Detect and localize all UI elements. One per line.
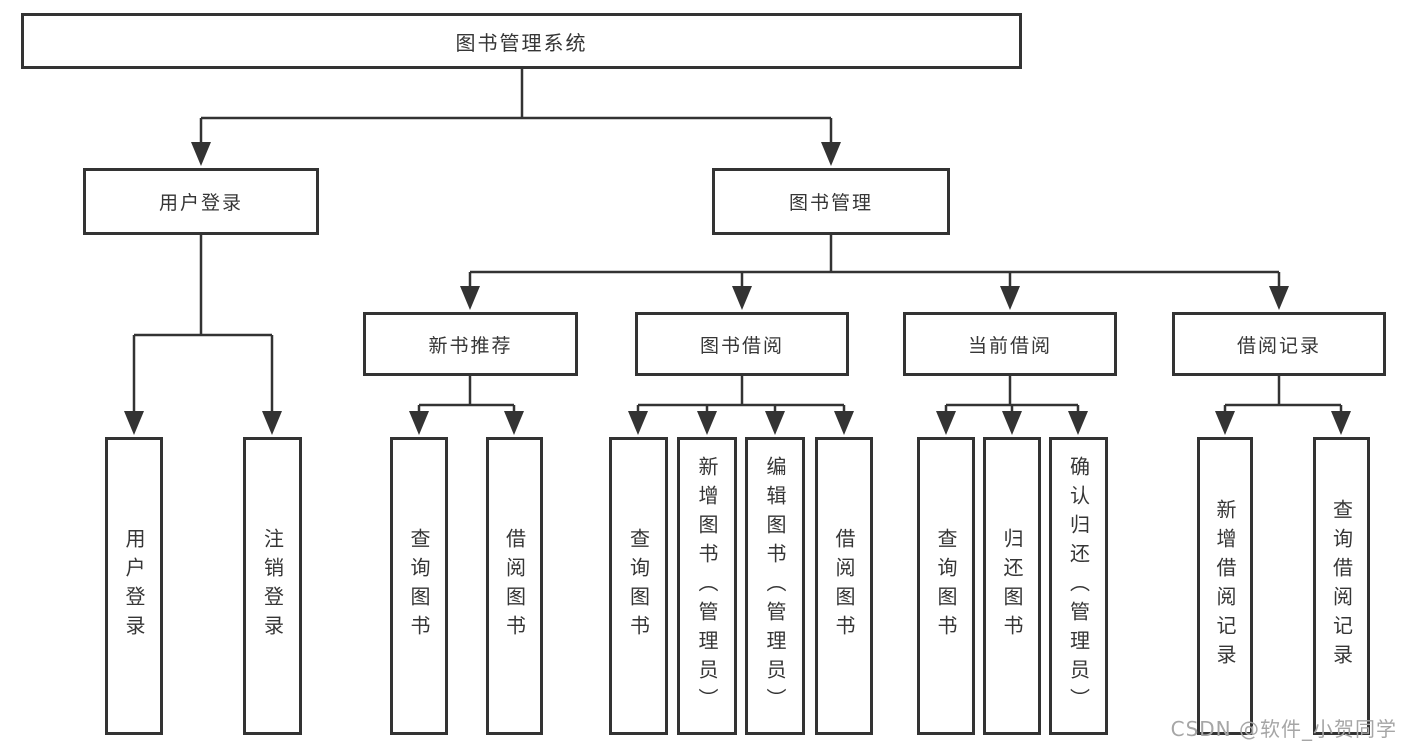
arrowhead xyxy=(936,411,956,435)
node-label: 查询图书 xyxy=(626,528,651,644)
node-label: 新书推荐 xyxy=(428,334,513,357)
leaf-current-confirm-return-admin: 确认归还（管理员） xyxy=(1049,437,1108,735)
leaf-logout: 注销登录 xyxy=(243,437,302,735)
node-label: 查询图书 xyxy=(407,528,431,644)
node-book-borrowing: 图书借阅 xyxy=(635,312,849,376)
connector-root-to-level2 xyxy=(191,69,841,166)
leaf-user-login: 用户登录 xyxy=(105,437,163,735)
node-current-borrowing: 当前借阅 xyxy=(903,312,1117,376)
arrowhead xyxy=(1331,411,1351,435)
arrowhead xyxy=(1002,411,1022,435)
node-label: 借阅图书 xyxy=(832,528,856,644)
node-label: 用户登录 xyxy=(122,528,146,644)
arrowhead xyxy=(821,142,841,166)
node-label: 编辑图书（管理员） xyxy=(763,455,787,717)
arrowhead xyxy=(1068,411,1088,435)
node-label: 图书管理 xyxy=(788,192,873,214)
node-label: 图书借阅 xyxy=(699,334,784,357)
leaf-newbook-borrow-books: 借阅图书 xyxy=(486,437,543,735)
node-label: 查询图书 xyxy=(934,528,958,644)
arrowhead xyxy=(628,411,648,435)
leaf-borrowing-edit-books-admin: 编辑图书（管理员） xyxy=(745,437,805,735)
leaf-records-query-record: 查询借阅记录 xyxy=(1313,437,1370,735)
leaf-borrowing-add-books-admin: 新增图书（管理员） xyxy=(677,437,737,735)
connector-current-to-leaves xyxy=(936,376,1088,435)
connector-userlogin-to-leaves xyxy=(124,235,282,435)
node-label: 新增借阅记录 xyxy=(1213,499,1237,673)
node-book-management: 图书管理 xyxy=(712,168,950,235)
node-label: 图书管理系统 xyxy=(455,30,588,55)
node-label: 归还图书 xyxy=(1000,528,1024,644)
csdn-watermark: CSDN @软件_小贺同学 xyxy=(1170,717,1397,741)
arrowhead xyxy=(262,411,282,435)
node-borrowing-records: 借阅记录 xyxy=(1172,312,1386,376)
leaf-newbook-query-books: 查询图书 xyxy=(390,437,448,735)
node-label: 注销登录 xyxy=(260,528,285,644)
leaf-borrowing-borrow-books: 借阅图书 xyxy=(815,437,873,735)
connector-records-to-leaves xyxy=(1215,376,1351,435)
arrowhead xyxy=(460,286,480,310)
arrowhead xyxy=(1215,411,1235,435)
arrowhead xyxy=(1269,286,1289,310)
node-label: 借阅记录 xyxy=(1236,334,1321,357)
connector-bookmgmt-to-level3 xyxy=(460,235,1289,310)
arrowhead xyxy=(697,411,717,435)
arrowhead xyxy=(765,411,785,435)
arrowhead xyxy=(504,411,524,435)
node-label: 查询借阅记录 xyxy=(1329,499,1354,673)
arrowhead xyxy=(124,411,144,435)
arrowhead xyxy=(834,411,854,435)
node-root-system: 图书管理系统 xyxy=(21,13,1022,69)
arrowhead xyxy=(732,286,752,310)
connector-borrowing-to-leaves xyxy=(628,376,854,435)
node-label: 借阅图书 xyxy=(502,528,527,644)
leaf-current-query-books: 查询图书 xyxy=(917,437,975,735)
leaf-borrowing-query-books: 查询图书 xyxy=(609,437,668,735)
node-label: 当前借阅 xyxy=(967,334,1052,357)
leaf-current-return-books: 归还图书 xyxy=(983,437,1041,735)
arrowhead xyxy=(409,411,429,435)
node-label: 用户登录 xyxy=(158,192,243,214)
node-new-book-recommend: 新书推荐 xyxy=(363,312,578,376)
arrowhead xyxy=(1000,286,1020,310)
node-label: 确认归还（管理员） xyxy=(1066,455,1091,717)
connector-newbook-to-leaves xyxy=(409,376,524,435)
leaf-records-add-record: 新增借阅记录 xyxy=(1197,437,1253,735)
node-user-login: 用户登录 xyxy=(83,168,319,235)
arrowhead xyxy=(191,142,211,166)
node-label: 新增图书（管理员） xyxy=(695,455,719,717)
